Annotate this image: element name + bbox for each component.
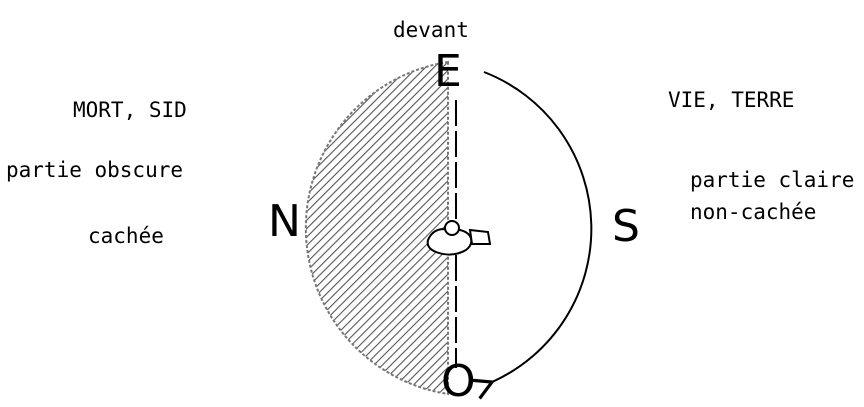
- direction-south: S: [612, 201, 640, 252]
- obscure-half-shading: [304, 60, 449, 396]
- label-devant: devant: [393, 18, 469, 42]
- center-symbol: [426, 220, 492, 256]
- label-vie-terre: VIE, TERRE: [668, 88, 795, 112]
- direction-east: E: [434, 46, 462, 97]
- label-partie-obscure: partie obscure: [6, 158, 184, 182]
- label-non-cachee: non-cachée: [690, 200, 817, 224]
- arc-east-to-west: [471, 71, 593, 400]
- direction-north: N: [268, 196, 301, 247]
- label-partie-claire: partie claire: [690, 168, 855, 192]
- label-cachee: cachée: [88, 224, 164, 248]
- direction-west: O: [441, 356, 476, 407]
- label-mort-sid: MORT, SID: [73, 98, 187, 122]
